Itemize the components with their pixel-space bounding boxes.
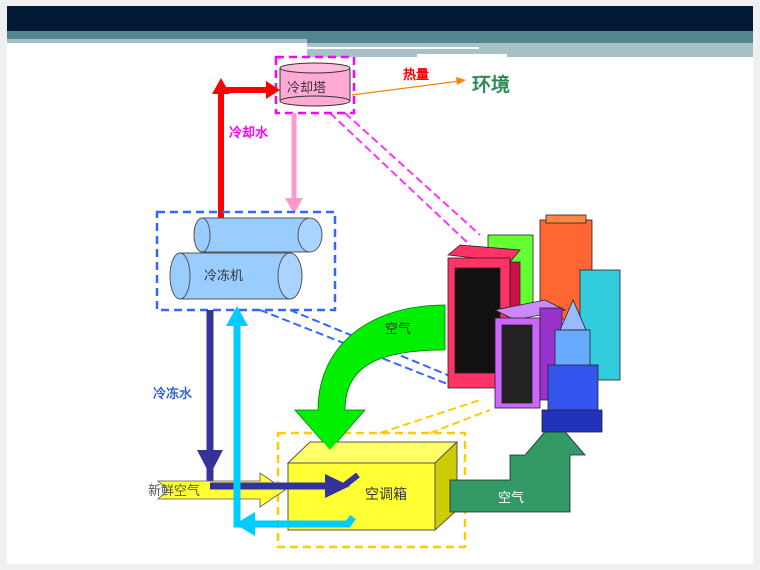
title-bar [7,6,753,31]
chilled-water-label: 冷冻水 [153,386,193,402]
buildings-illustration [447,214,621,433]
chiller-label: 冷冻机 [204,268,243,284]
air-supply-label: 空气 [385,321,411,337]
cooling-water-label: 冷却水 [229,125,269,141]
chiller-boundary [155,210,337,312]
air-return-label: 空气 [498,490,524,506]
arrowhead-icon [300,415,360,450]
ahu-boundary [276,431,467,549]
heat-arrowhead-icon [456,77,466,85]
air-return-arrow [449,419,586,513]
air-handling-unit [286,440,459,532]
cooling-tower-label: 冷却塔 [287,81,326,96]
fresh-air-arrow [156,472,286,508]
environment-label: 环境 [472,73,510,96]
arrowhead-icon [325,474,350,498]
header-line [307,47,479,49]
heat-label: 热量 [403,67,429,83]
arrowhead-icon [266,81,280,99]
header-stripe-right [307,43,753,57]
header-line-2 [417,54,507,58]
arrowhead-icon [197,450,223,475]
fresh-air-label: 新鲜空气 [148,483,200,499]
heat-arrow [351,80,461,96]
air-supply-arrow [294,304,446,451]
chiller [169,217,323,300]
arrowhead-icon [235,512,255,536]
cooling-tower [279,62,351,107]
cooling-tower-boundary [274,55,356,115]
coil-icon [343,472,360,488]
header-stripe [7,39,307,43]
chilled-water-return-pipe [233,320,356,528]
arrowhead-icon [226,306,248,326]
ahu-label: 空调箱 [365,487,407,503]
arrowhead-icon [285,198,303,214]
arrowhead-icon [212,78,230,94]
